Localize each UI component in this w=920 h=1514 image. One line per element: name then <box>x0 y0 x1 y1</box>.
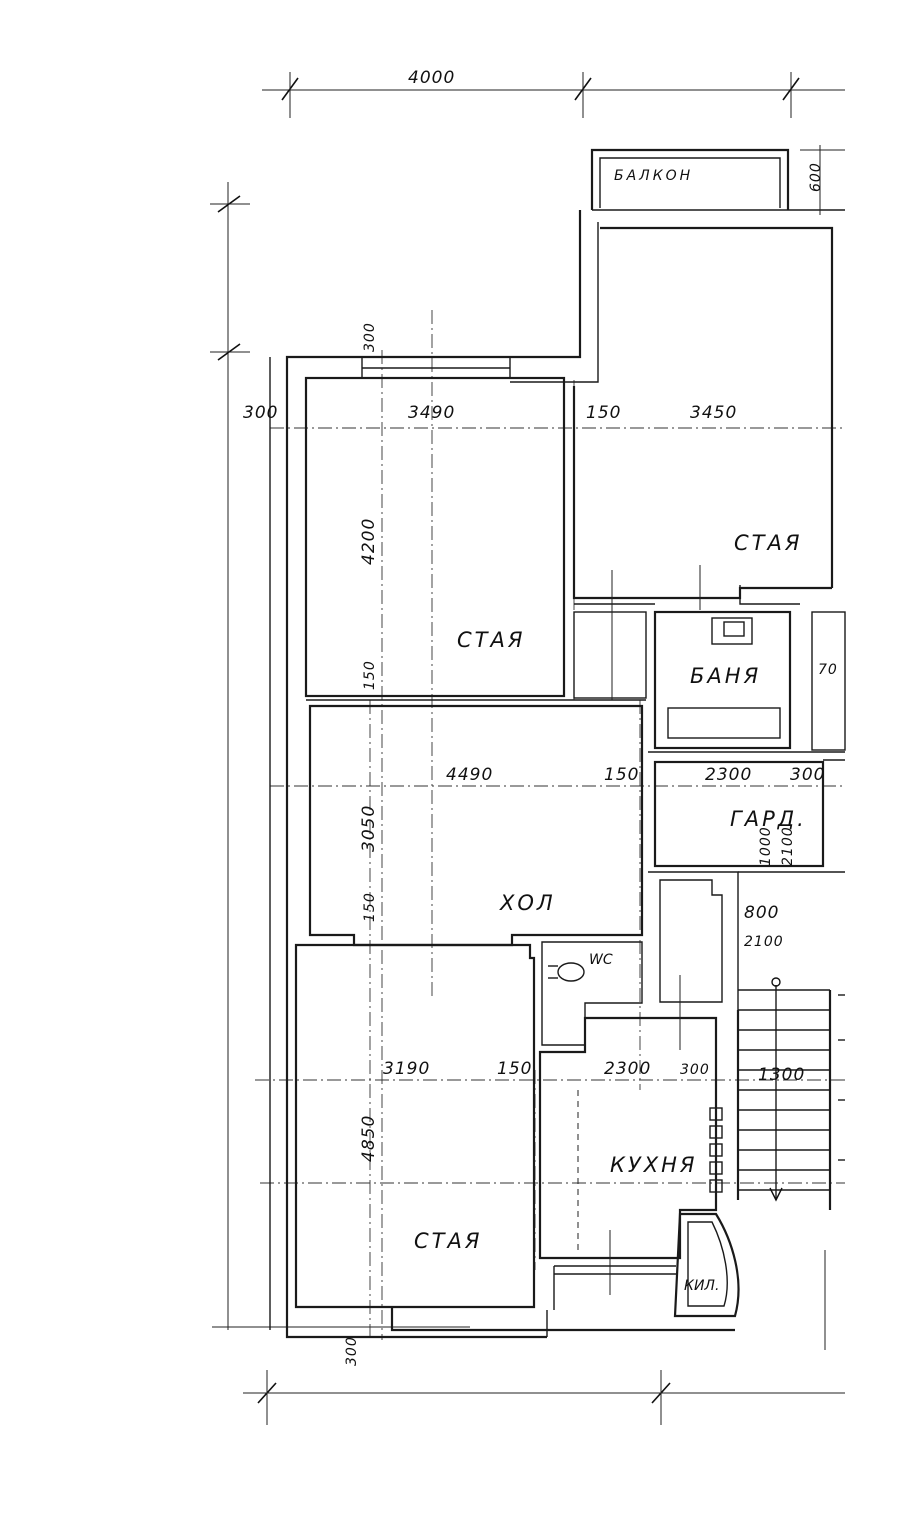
label-bath: БАНЯ <box>690 664 761 688</box>
dim-kitchen-wall: 300 <box>680 1062 710 1078</box>
dim-wall-top-left: 300 <box>362 322 378 352</box>
label-pantry: КИЛ. <box>684 1278 719 1294</box>
dim-room-left-width: 3490 <box>408 403 455 423</box>
dim-partition-left-1: 150 <box>362 660 378 690</box>
dim-room-left-depth: 4200 <box>359 518 379 565</box>
label-hall: ХОЛ <box>499 891 556 915</box>
label-room-top-right: СТАЯ <box>734 531 802 555</box>
dim-room-lower-width: 3190 <box>383 1059 430 1079</box>
balcony <box>590 145 845 215</box>
label-wc: WC <box>589 952 613 968</box>
label-balcony: БАЛКОН <box>614 168 693 184</box>
room-lower-left <box>294 943 536 1309</box>
dim-door-height-3: 2100 <box>744 934 784 950</box>
kitchen <box>538 975 723 1295</box>
entry-corridor <box>648 871 845 1010</box>
dim-door-height-2: 2100 <box>780 826 796 866</box>
label-kitchen: КУХНЯ <box>610 1153 697 1177</box>
label-wardrobe: ГАРД. <box>730 807 807 831</box>
hall <box>306 699 646 947</box>
dim-top-overall: 4000 <box>408 68 455 88</box>
dim-bath-partial: 70 <box>818 662 838 678</box>
bath <box>653 565 846 751</box>
label-room-upper-left: СТАЯ <box>457 628 525 652</box>
dim-partition-lower: 150 <box>497 1059 532 1079</box>
dim-balcony-depth: 600 <box>808 162 824 192</box>
staircase <box>736 977 845 1350</box>
left-dimension-line <box>210 182 250 1330</box>
room-top-right <box>572 386 832 605</box>
dim-room-right-width: 3450 <box>690 403 737 423</box>
dim-partition-left-2: 150 <box>362 892 378 922</box>
label-room-lower-left: СТАЯ <box>414 1229 482 1253</box>
wardrobe <box>648 751 845 868</box>
dim-door-height-1: 1000 <box>758 826 774 866</box>
dim-room-lower-depth: 4850 <box>359 1115 379 1162</box>
dim-kitchen-width: 2300 <box>604 1059 651 1079</box>
outer-walls <box>269 210 834 1339</box>
dim-wardrobe-width: 2300 <box>705 765 752 785</box>
room-upper-left <box>304 376 566 698</box>
top-dimension-line <box>262 72 845 118</box>
dim-wall-bottom: 300 <box>344 1336 360 1366</box>
dim-hall-depth: 3050 <box>359 805 379 852</box>
dim-wardrobe-wall: 300 <box>790 765 825 785</box>
wc <box>541 941 643 1046</box>
dim-hall-width: 4490 <box>446 765 493 785</box>
dim-partition-top: 150 <box>586 403 621 423</box>
pantry <box>553 1212 740 1318</box>
closet <box>573 570 655 700</box>
dim-partition-hall: 150 <box>604 765 639 785</box>
dim-stair-width: 1300 <box>758 1065 805 1085</box>
bottom-dimension-line <box>212 1326 845 1425</box>
dim-wall-left-top: 300 <box>243 403 278 423</box>
dim-door-width: 800 <box>744 903 779 923</box>
